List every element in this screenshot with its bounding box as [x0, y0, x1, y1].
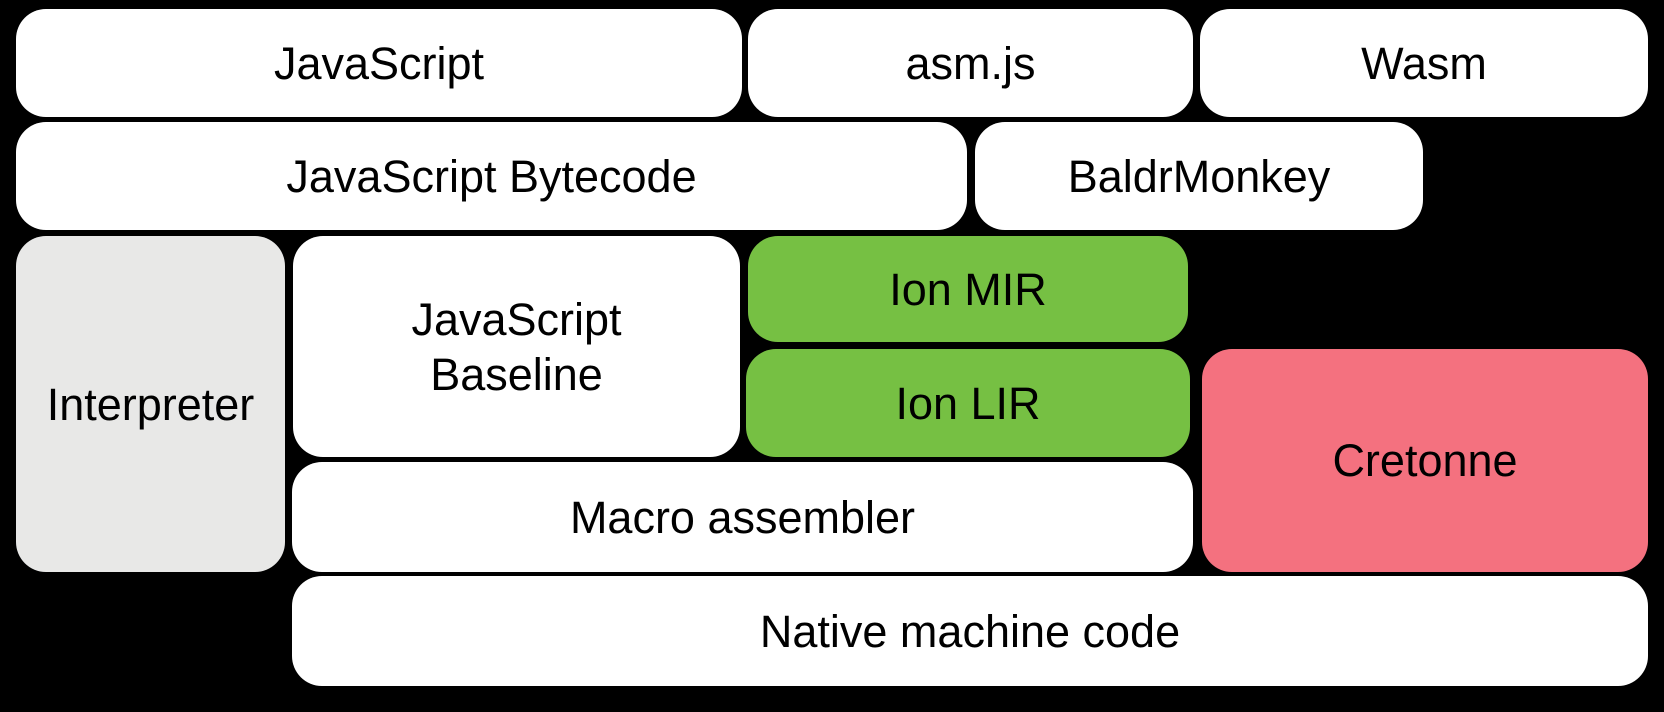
node-interpreter-label: Interpreter: [46, 378, 255, 430]
node-ion-lir: Ion LIR: [746, 349, 1190, 457]
node-cretonne: Cretonne: [1202, 349, 1648, 572]
node-javascript-bytecode-label: JavaScript Bytecode: [286, 150, 697, 202]
node-macro-assembler-label: Macro assembler: [569, 491, 916, 543]
node-javascript-label: JavaScript: [273, 37, 485, 89]
node-native-machine-code: Native machine code: [292, 576, 1648, 686]
node-macro-assembler: Macro assembler: [292, 462, 1193, 572]
node-interpreter: Interpreter: [16, 236, 285, 572]
node-native-machine-code-label: Native machine code: [759, 605, 1181, 657]
node-javascript: JavaScript: [16, 9, 742, 117]
node-javascript-baseline: JavaScript Baseline: [293, 236, 740, 457]
node-baldrmonkey-label: BaldrMonkey: [1067, 150, 1331, 202]
node-javascript-baseline-label: JavaScript Baseline: [411, 293, 622, 400]
node-cretonne-label: Cretonne: [1332, 435, 1518, 486]
node-asmjs-label: asm.js: [905, 37, 1036, 89]
node-ion-mir-label: Ion MIR: [889, 263, 1047, 315]
node-wasm: Wasm: [1200, 9, 1648, 117]
node-baldrmonkey: BaldrMonkey: [975, 122, 1423, 230]
node-wasm-label: Wasm: [1361, 37, 1487, 89]
node-ion-mir: Ion MIR: [748, 236, 1188, 342]
node-ion-lir-label: Ion LIR: [895, 377, 1041, 429]
node-asmjs: asm.js: [748, 9, 1193, 117]
node-javascript-bytecode: JavaScript Bytecode: [16, 122, 967, 230]
